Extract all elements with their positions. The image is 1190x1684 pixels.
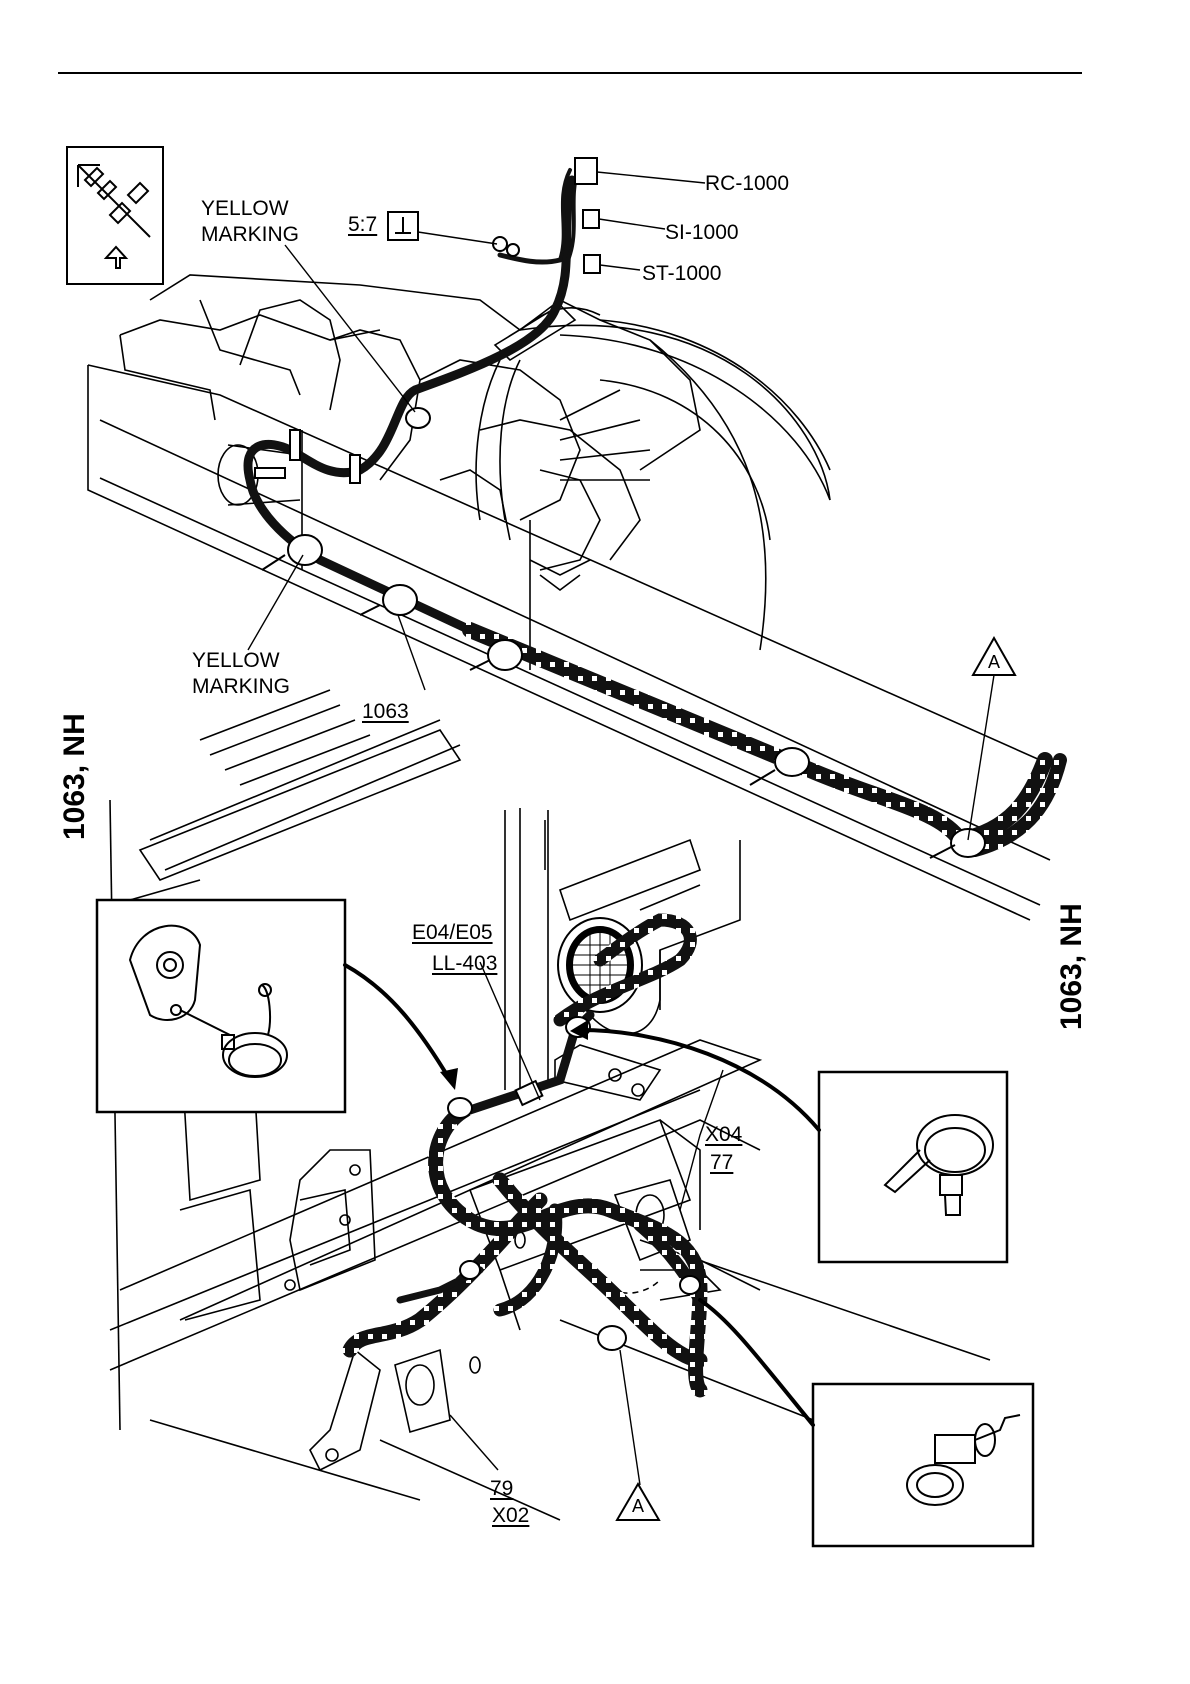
upper-callout-lines: [248, 172, 994, 840]
lower-dotted-harness: [350, 920, 700, 1390]
side-label-right: 1063, NH: [1055, 903, 1089, 1030]
detail-box-2: [819, 1072, 1007, 1262]
ll-403-label: LL-403: [432, 952, 497, 976]
rc-1000-label: RC-1000: [705, 172, 789, 196]
n79-label: 79: [490, 1477, 513, 1501]
yellow-marking-top-line1: YELLOW: [201, 197, 289, 221]
e04-e05-label: E04/E05: [412, 921, 493, 945]
x02-label: X02: [492, 1504, 529, 1528]
yellow-marking-bottom-line1: YELLOW: [192, 649, 280, 673]
orientation-icon: [67, 147, 163, 284]
side-label-left: 1063, NH: [58, 713, 92, 840]
si-1000-label: SI-1000: [665, 221, 739, 245]
detail-box-3: [813, 1384, 1033, 1546]
st-1000-label: ST-1000: [642, 262, 721, 286]
harness-number-label: 1063: [362, 700, 409, 724]
ground-ref-label: 5:7: [348, 213, 377, 237]
n77-label: 77: [710, 1151, 733, 1175]
yellow-marking-bottom-line2: MARKING: [192, 675, 290, 699]
ref-a-top-label: A: [982, 650, 1006, 674]
upper-chassis-art: [88, 275, 1050, 920]
ref-a-bottom-label: A: [626, 1494, 650, 1518]
yellow-marking-top-line2: MARKING: [201, 223, 299, 247]
upper-connectors: [493, 158, 600, 273]
ground-icon: [388, 212, 418, 240]
x04-label: X04: [705, 1123, 742, 1147]
detail-box-1: [97, 900, 345, 1112]
